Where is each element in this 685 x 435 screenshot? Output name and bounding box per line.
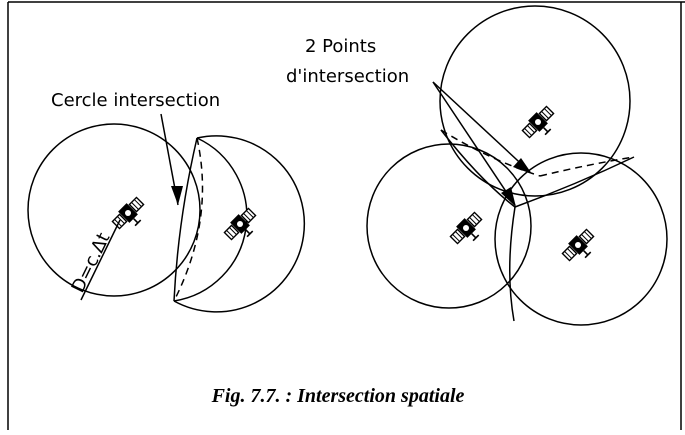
cercle-intersection-label: Cercle intersection [51,90,220,111]
satellite-icon [447,209,489,251]
points-arrow-1-line [432,81,531,173]
intersection-left-right [508,206,516,322]
points-arrow-1-head [513,158,532,174]
cercle-arrow-head [171,186,183,205]
left-sphere-1 [27,123,201,297]
satellite-icon [221,205,263,247]
intersection-top-right [539,156,635,177]
right-diagram: 2 Points d'intersection [286,5,668,326]
satellite-icon [519,103,561,145]
points-arrow-2-head [501,187,516,207]
points-label-line2: d'intersection [286,66,409,87]
points-arrow-2-line [432,81,516,206]
intersection-circle-front [173,137,198,302]
satellite-icon [559,226,601,268]
intersection-left-top [440,129,516,208]
radius-line [80,219,121,301]
intersection-circle-back [173,137,204,302]
figure-caption: Fig. 7.7. : Intersection spatiale [211,385,465,407]
right-sphere-left [366,143,532,309]
right-sphere-right [494,152,668,326]
points-label-line1: 2 Points [305,36,376,57]
distance-label: D=c.Δt [68,230,115,297]
left-sphere-2 [173,135,306,313]
intersection-right-top [514,156,635,208]
left-diagram: D=c.Δt Cercle intersection [27,90,306,313]
right-sphere-top [439,5,631,197]
